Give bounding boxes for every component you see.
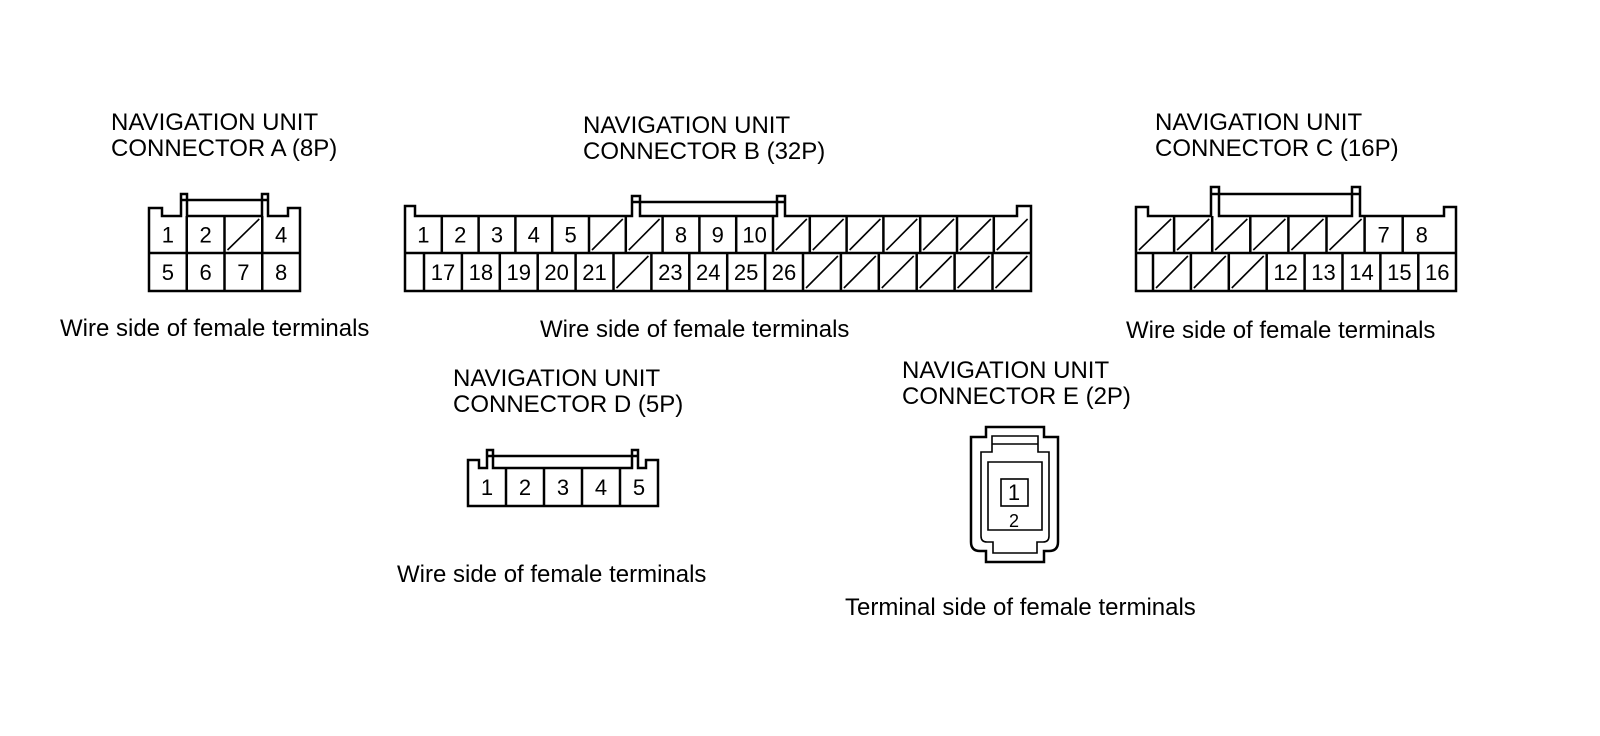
connector-d-pin-3: 3	[557, 475, 569, 500]
connector-c-pin-16: 16	[1425, 260, 1449, 285]
empty-cavity-slash	[1290, 218, 1325, 251]
connector-b-pin-5: 5	[564, 223, 576, 248]
connector-d-pin-1: 1	[481, 475, 493, 500]
connector-d-title-line1: NAVIGATION UNIT	[453, 365, 660, 392]
empty-cavity-slash	[922, 218, 955, 251]
connector-b-pin-10: 10	[742, 223, 766, 248]
empty-cavity-slash	[959, 218, 992, 251]
connector-b-pin-3: 3	[491, 223, 503, 248]
connector-c-pin-8: 8	[1416, 223, 1428, 248]
connector-c-caption: Wire side of female terminals	[1126, 317, 1435, 344]
connector-d-pin-2: 2	[519, 475, 531, 500]
empty-cavity-slash	[812, 218, 845, 251]
connector-c-pin-12: 12	[1273, 260, 1297, 285]
empty-cavity-slash	[957, 255, 991, 289]
connector-c-pin-15: 15	[1387, 260, 1411, 285]
empty-cavity-slash	[1328, 218, 1363, 251]
connector-e-title-line1: NAVIGATION UNIT	[902, 357, 1109, 384]
connector-c-title-line2: CONNECTOR C (16P)	[1155, 135, 1399, 162]
connector-d-title-line2: CONNECTOR D (5P)	[453, 391, 683, 418]
empty-cavity-slash	[1214, 218, 1248, 251]
connector-a-pin-6: 6	[200, 260, 212, 285]
connector-a-caption: Wire side of female terminals	[60, 315, 369, 342]
connector-b-pin-4: 4	[528, 223, 540, 248]
connector-a-pin-2: 2	[200, 223, 212, 248]
empty-cavity-slash	[849, 218, 881, 251]
connector-c-pin-7: 7	[1378, 223, 1390, 248]
connector-c-pin-14: 14	[1349, 260, 1373, 285]
connector-b-title-line2: CONNECTOR B (32P)	[583, 138, 825, 165]
empty-cavity-slash	[775, 218, 808, 251]
connector-e-pin-1-box	[1000, 478, 1029, 507]
empty-cavity-slash	[1155, 255, 1189, 289]
empty-cavity-slash	[881, 255, 915, 289]
empty-cavity-slash	[996, 218, 1029, 251]
empty-cavity-slash	[1138, 218, 1172, 251]
connector-c-pin-grid: 7 8 12 13 14 15 16	[1136, 216, 1456, 291]
connector-e: NAVIGATION UNIT CONNECTOR E (2P) 1 2 Ter…	[845, 357, 1196, 621]
connector-b-pin-18: 18	[469, 260, 493, 285]
connector-d-pin-4: 4	[595, 475, 607, 500]
connector-d-caption: Wire side of female terminals	[397, 561, 706, 588]
connector-b-pin-23: 23	[658, 260, 682, 285]
empty-cavity-slash	[843, 255, 877, 289]
connector-e-inner-housing	[980, 435, 1050, 554]
empty-cavity-slash	[805, 255, 839, 289]
connector-b-caption: Wire side of female terminals	[540, 316, 849, 343]
connector-b-pin-19: 19	[507, 260, 531, 285]
empty-cavity-slash	[919, 255, 953, 289]
connector-b-pin-8: 8	[675, 223, 687, 248]
connector-d: NAVIGATION UNIT CONNECTOR D (5P) 1 2 3 4 5 W…	[397, 365, 706, 588]
connector-b-pin-2: 2	[454, 223, 466, 248]
empty-cavity-slash	[1231, 255, 1265, 289]
connector-a-pin-7: 7	[237, 260, 249, 285]
connector-c: NAVIGATION UNIT CONNECTOR C (16P) 7 8 12 13…	[1126, 109, 1458, 344]
connector-a-pin-8: 8	[275, 260, 287, 285]
connector-b-pin-21: 21	[582, 260, 606, 285]
connector-e-cavity	[987, 461, 1043, 531]
connector-c-title-line1: NAVIGATION UNIT	[1155, 109, 1362, 136]
empty-cavity-slash	[885, 218, 918, 251]
connector-b-pin-26: 26	[772, 260, 796, 285]
empty-cavity-slash	[1176, 218, 1210, 251]
connector-e-caption: Terminal side of female terminals	[845, 594, 1196, 621]
connector-a-title-line1: NAVIGATION UNIT	[111, 109, 318, 136]
connector-a-pin-1: 1	[162, 223, 174, 248]
empty-cavity-slash	[615, 255, 649, 289]
connector-e-pin-2: 2	[1009, 511, 1019, 531]
connector-b-pin-1: 1	[417, 223, 429, 248]
connector-e-outer-housing	[969, 425, 1060, 564]
empty-cavity-slash	[994, 255, 1028, 289]
connector-a-pin-4: 4	[275, 223, 287, 248]
empty-cavity-slash	[1193, 255, 1227, 289]
connector-b-housing	[403, 194, 1033, 293]
connector-b-pin-20: 20	[544, 260, 568, 285]
empty-cavity-slash	[226, 218, 260, 251]
connector-e-title-line2: CONNECTOR E (2P)	[902, 383, 1131, 410]
connector-b-pin-17: 17	[431, 260, 455, 285]
connector-b-title-line1: NAVIGATION UNIT	[583, 112, 790, 139]
empty-cavity-slash	[628, 218, 661, 251]
connector-c-pin-13: 13	[1311, 260, 1335, 285]
connector-b-pin-25: 25	[734, 260, 758, 285]
connector-a-title-line2: CONNECTOR A (8P)	[111, 135, 337, 162]
connector-c-housing	[1134, 185, 1458, 293]
empty-cavity-slash	[1252, 218, 1286, 251]
connector-a-pin-5: 5	[162, 260, 174, 285]
connector-d-pin-5: 5	[633, 475, 645, 500]
connector-d-pin-grid: 1 2 3 4 5	[481, 468, 645, 506]
connector-b-pin-24: 24	[696, 260, 720, 285]
connector-b-pin-9: 9	[712, 223, 724, 248]
connector-e-pin-1: 1	[1008, 480, 1020, 505]
connector-d-housing	[466, 448, 660, 508]
empty-cavity-slash	[591, 218, 624, 251]
